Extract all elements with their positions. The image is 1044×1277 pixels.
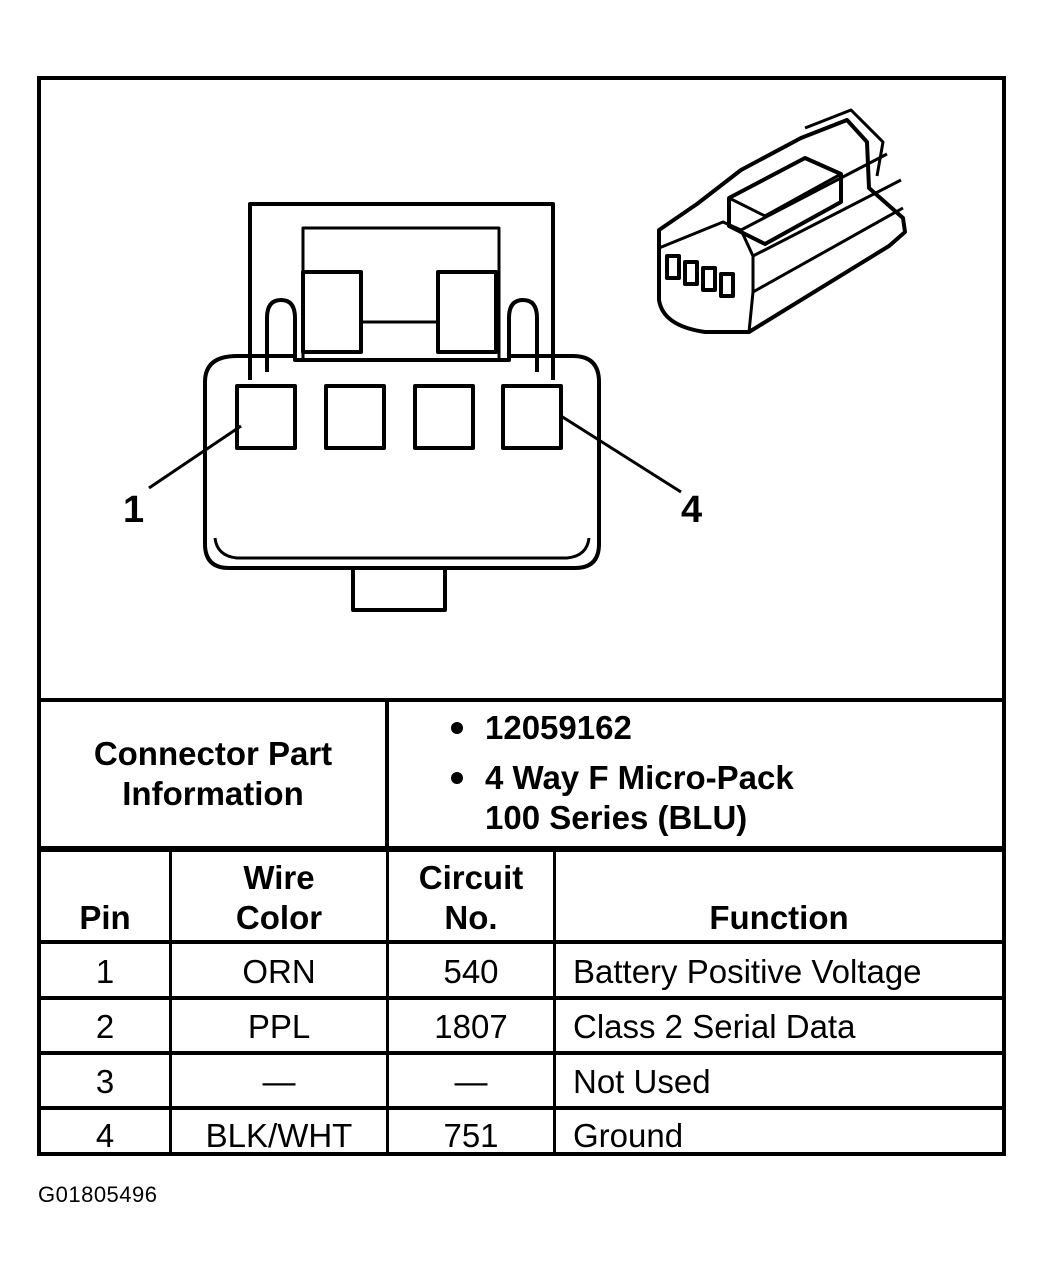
latch-left <box>301 270 363 354</box>
leader-line-1 <box>148 424 242 490</box>
iso-pin-1 <box>665 254 681 280</box>
table-cell-function: Battery Positive Voltage <box>573 953 922 990</box>
part-number: 12059162 <box>485 709 632 746</box>
iso-pin-2 <box>683 260 699 286</box>
callout-pin-1: 1 <box>123 489 144 531</box>
table-cell-circuit: 540 <box>443 953 499 990</box>
row-divider <box>41 1106 1002 1110</box>
table-cell-circuit: — <box>454 1063 488 1100</box>
table-cell-pin: 4 <box>95 1117 115 1154</box>
connector-drawing-area: 1 4 <box>41 80 1002 698</box>
iso-front-edge <box>658 220 755 333</box>
pin-cavity-2 <box>324 384 386 450</box>
table-cell-wire-color: PPL <box>247 1008 311 1045</box>
connector-info-values: 12059162 4 Way F Micro-Pack 100 Series (… <box>389 702 1002 846</box>
iso-pin-4 <box>719 272 735 298</box>
row-divider <box>41 940 1002 944</box>
connector-info-label: Connector Part Information <box>93 735 333 812</box>
table-cell-function: Not Used <box>573 1063 711 1100</box>
table-cell-wire-color: BLK/WHT <box>205 1117 353 1154</box>
connector-iso-view <box>657 108 907 334</box>
table-cell-pin: 2 <box>95 1008 115 1045</box>
header-pin: Pin <box>79 899 131 936</box>
table-cell-pin: 1 <box>95 953 115 990</box>
callout-pin-4: 4 <box>681 489 702 531</box>
connector-face-view <box>148 202 682 612</box>
table-cell-circuit: 1807 <box>434 1008 508 1045</box>
header-wire-color: Wire Color <box>235 859 323 936</box>
header-function: Function <box>709 899 849 936</box>
diagram-frame: 1 4 Connector Part Information 12059162 … <box>37 76 1006 1156</box>
pin-table: Pin Wire Color Circuit No. Function 1 OR… <box>41 846 1002 1154</box>
connector-illustration: 1 4 <box>123 108 907 612</box>
post-right <box>507 298 539 372</box>
row-divider <box>41 996 1002 1000</box>
figure-id: G01805496 <box>38 1182 158 1207</box>
table-cell-function: Class 2 Serial Data <box>573 1008 856 1045</box>
connector-info-label-cell: Connector Part Information <box>41 702 389 846</box>
table-cell-pin: 3 <box>95 1063 115 1100</box>
pin-cavity-4 <box>501 384 563 450</box>
connector-description: 4 Way F Micro-Pack 100 Series (BLU) <box>485 759 794 836</box>
iso-mid-edge <box>752 178 902 258</box>
table-cell-function: Ground <box>573 1117 684 1154</box>
bullet-dot <box>451 722 463 734</box>
pin-cavity-1 <box>235 384 297 450</box>
post-left <box>265 298 297 372</box>
table-cell-wire-color: ORN <box>242 953 316 990</box>
table-cell-wire-color: — <box>262 1063 296 1100</box>
header-circuit-no: Circuit No. <box>418 859 524 936</box>
bullet-dot <box>451 772 463 784</box>
column-divider <box>553 852 556 1152</box>
housing-top-frame <box>248 202 555 380</box>
iso-top-tab <box>804 108 885 177</box>
housing-inner-frame <box>301 226 501 358</box>
iso-low-edge <box>752 206 904 294</box>
iso-latch-edge <box>728 172 842 218</box>
row-divider <box>41 1051 1002 1055</box>
iso-pin-3 <box>701 266 717 292</box>
latch-right <box>436 270 498 354</box>
pin-cavity-3 <box>413 384 475 450</box>
table-cell-circuit: 751 <box>443 1117 499 1154</box>
connector-info-table: Connector Part Information 12059162 4 Wa… <box>41 698 1002 846</box>
iso-latch <box>727 156 843 246</box>
column-divider <box>169 852 172 1152</box>
leader-line-4 <box>560 414 682 494</box>
connector-key <box>351 568 447 612</box>
connector-body <box>203 354 601 570</box>
body-lower-edge <box>213 537 591 560</box>
column-divider <box>386 852 389 1152</box>
iso-body-outline <box>657 118 907 334</box>
